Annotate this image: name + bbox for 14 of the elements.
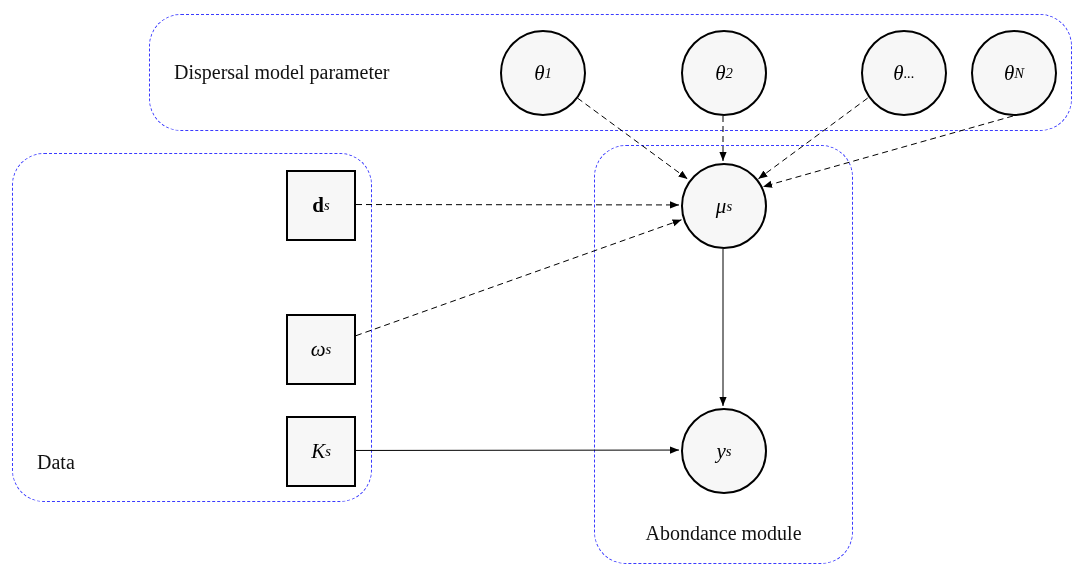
arrow — [762, 115, 1014, 188]
group-label: Abondance module — [644, 522, 803, 545]
group-label: Data — [37, 451, 75, 474]
arrow — [757, 97, 869, 180]
arrow — [355, 219, 683, 337]
plate-frame — [12, 153, 372, 502]
group-label: Dispersal model parameter — [174, 60, 390, 84]
plate-frame — [594, 145, 853, 564]
arrow — [355, 446, 680, 454]
arrow — [576, 97, 689, 180]
arrow — [719, 115, 727, 162]
arrow — [719, 248, 727, 407]
arrow — [355, 201, 680, 209]
plate-frame — [149, 14, 1072, 131]
